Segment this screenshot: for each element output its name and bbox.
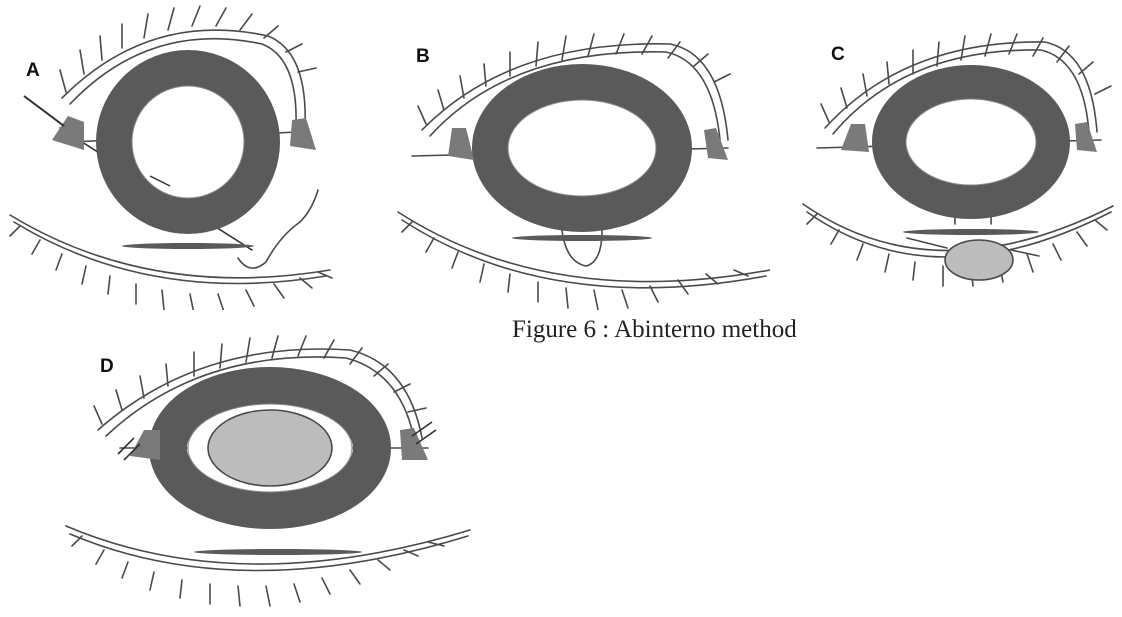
panel-b: B bbox=[390, 0, 770, 310]
lens bbox=[945, 240, 1013, 280]
panel-d-drawing bbox=[60, 330, 480, 617]
incision bbox=[122, 243, 254, 249]
panel-a-drawing bbox=[0, 0, 360, 310]
figure-caption: Figure 6 : Abinterno method bbox=[512, 316, 797, 344]
panel-c: C bbox=[795, 0, 1122, 310]
panel-label-c: C bbox=[831, 44, 845, 66]
panel-label-d: D bbox=[100, 356, 114, 378]
panel-label-a: A bbox=[26, 60, 40, 82]
right-hook bbox=[290, 118, 316, 150]
lens bbox=[208, 410, 332, 486]
panel-label-b: B bbox=[416, 46, 430, 68]
panel-d: D bbox=[60, 330, 480, 617]
needle bbox=[24, 96, 64, 126]
panel-a: A bbox=[0, 0, 360, 310]
panel-b-drawing bbox=[390, 0, 770, 310]
